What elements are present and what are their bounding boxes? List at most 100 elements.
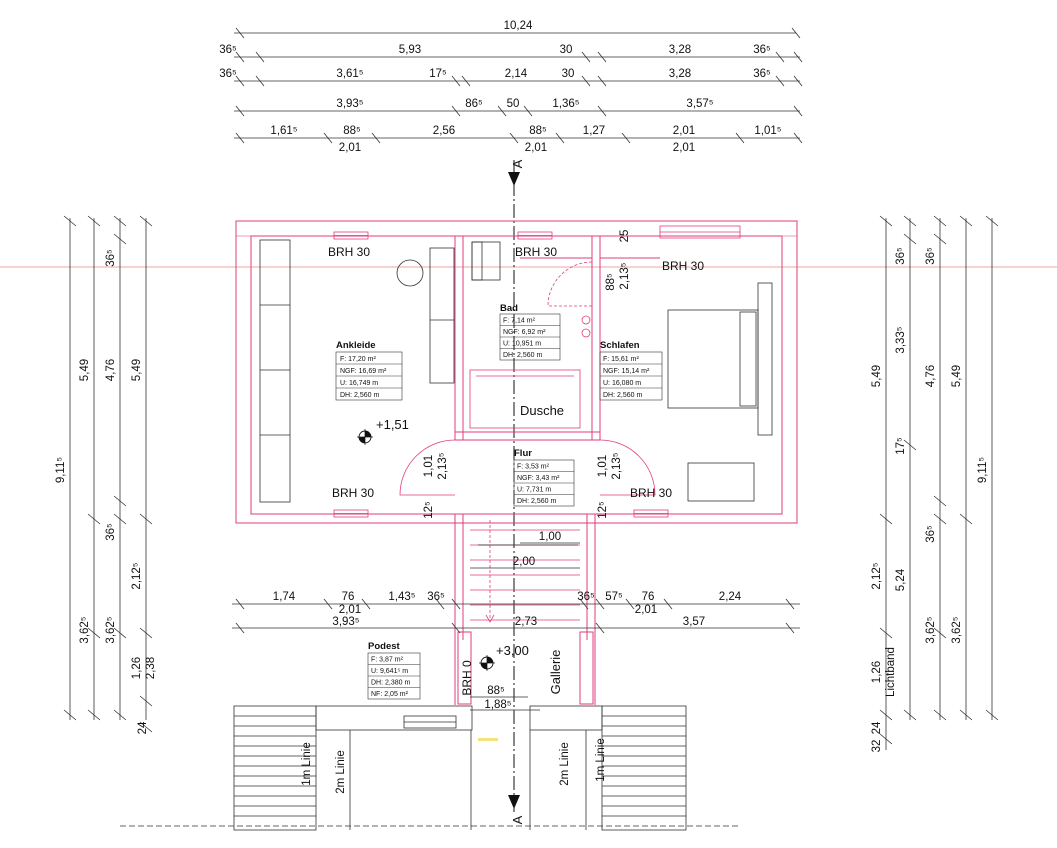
dim-label: 88⁵ [529, 125, 547, 137]
room-value: F: 17,20 m² [340, 356, 376, 363]
dim-label: 1,36⁵ [552, 98, 579, 110]
dim-label: 5,93 [399, 44, 421, 56]
dim-label: 86⁵ [465, 98, 483, 110]
galerie-label: Gallerie [548, 650, 563, 695]
dim-label: 3,57⁵ [686, 98, 713, 110]
dim-label: 1,43⁵ [388, 591, 415, 603]
stair-width-2: 2,00 [513, 556, 535, 568]
dim-label: 25 [619, 230, 631, 243]
room-schlafen: Schlafen F: 15,61 m² NGF: 15,14 m² U: 16… [599, 340, 663, 401]
dim-label: 2,13⁵ [437, 452, 449, 479]
dim-label: 4,76 [105, 359, 117, 381]
room-podest: Podest F: 3,87 m² U: 9,641⁵ m DH: 2,380 … [367, 641, 421, 700]
dim-label: 2,13⁵ [611, 452, 623, 479]
dim-label: 2,01 [339, 142, 361, 154]
windows [333, 225, 741, 518]
walls [235, 220, 798, 705]
dim-label: 2,56 [433, 125, 455, 137]
dim-label: 1,01⁵ [754, 125, 781, 137]
line-label: 1m Linie [595, 738, 607, 781]
dim-label: 3,62⁵ [105, 616, 117, 643]
dim-label: 5,49 [131, 359, 143, 381]
room-value: U: 10,951 m [503, 341, 541, 348]
dim-label: 2,24 [719, 591, 742, 603]
stairs [470, 520, 580, 623]
dim-label: 1,88⁵ [484, 699, 511, 711]
line-label: 1m Linie [301, 742, 313, 785]
room-value: F: 3,53 m² [517, 464, 550, 471]
room-value: DH: 2,560 m [340, 392, 379, 399]
toilet [471, 241, 501, 281]
dim-label: 2,01 [525, 142, 547, 154]
dim-label: 88⁵ [487, 685, 505, 697]
dim-label: 2,01 [673, 142, 695, 154]
room-value: U: 16,080 m [603, 380, 641, 387]
dim-label: 50 [507, 98, 520, 110]
dim-label: 36⁵ [925, 247, 937, 265]
dim-label: 12⁵ [423, 501, 435, 519]
dim-label: 2,38 [145, 657, 157, 679]
room-value: NGF: 15,14 m² [603, 368, 650, 375]
dim-label: 1,26 [131, 657, 143, 679]
room-name: Ankleide [336, 340, 376, 351]
room-value: DH: 2,560 m [603, 392, 642, 399]
dim-label: 36⁵ [753, 44, 771, 56]
dim-label: 3,62⁵ [79, 616, 91, 643]
section-mark-bottom: A [510, 815, 525, 824]
dim-label: 2,13⁵ [619, 262, 631, 289]
dim-label: 3,57 [683, 616, 705, 628]
dim-label: 2,01 [339, 604, 361, 616]
door-dimensions: 1,01 2,13⁵ 1,01 2,13⁵ 88⁵ 2,13⁵ 25 12⁵ 1… [423, 230, 631, 519]
dim-label: 1,74 [273, 591, 296, 603]
room-value: NGF: 3,43 m² [517, 475, 560, 482]
dim-label: 2,73 [515, 616, 537, 628]
line-labels: 1m Linie 2m Linie 2m Linie 1m Linie [301, 738, 607, 793]
dim-label: 9,11⁵ [977, 457, 989, 484]
dim-label: 5,49 [871, 365, 883, 387]
room-value: U: 7,731 m [517, 487, 551, 494]
level-label: +3,00 [496, 643, 529, 658]
light-strip [478, 738, 498, 741]
dim-label: 2,12⁵ [871, 562, 883, 589]
dim-label: 17⁵ [895, 437, 907, 455]
dim-label: 36⁵ [105, 523, 117, 541]
dim-label: 36⁵ [753, 68, 771, 80]
mid-dimensions [232, 598, 800, 634]
room-ankleide: Ankleide F: 17,20 m² NGF: 16,69 m² U: 16… [335, 340, 403, 401]
dim-label: 88⁵ [605, 273, 617, 291]
room-value: DH: 2,560 m [517, 498, 556, 505]
dim-label: 5,24 [895, 568, 907, 591]
dim-label: 5,49 [79, 359, 91, 381]
room-name: Schlafen [600, 340, 640, 351]
doors [399, 261, 656, 496]
dim-label: 1,26 [871, 661, 883, 683]
line-label: 2m Linie [335, 750, 347, 793]
dusche-label: Dusche [520, 403, 564, 418]
brh-label: BRH 30 [332, 486, 374, 500]
brh-label: BRH 30 [630, 486, 672, 500]
brh0-label: BRH 0 [460, 660, 474, 696]
dim-label: 36⁵ [105, 249, 117, 267]
dim-label: 36⁵ [219, 68, 237, 80]
shower [469, 369, 581, 429]
room-name: Podest [368, 641, 401, 652]
room-value: F: 3,87 m² [371, 657, 404, 664]
dim-label: 2,01 [635, 604, 657, 616]
room-name: Bad [500, 303, 518, 314]
dim-label: 36⁵ [219, 44, 237, 56]
level-label: +1,51 [376, 417, 409, 432]
stair-dimensions: 1,00 2,00 [470, 531, 580, 569]
brh-label: BRH 30 [515, 245, 557, 259]
room-name: Flur [514, 448, 532, 459]
room-value: U: 16,749 m [340, 380, 378, 387]
dim-label: 1,27 [583, 125, 605, 137]
dim-label: 57⁵ [605, 591, 623, 603]
brh-labels: BRH 30 BRH 30 BRH 30 BRH 30 BRH 30 BRH 0 [328, 245, 704, 696]
dresser [687, 462, 755, 502]
furniture [259, 239, 773, 503]
dim-label: 24 [871, 721, 883, 734]
dim-label: 12⁵ [597, 501, 609, 519]
room-value: DH: 2,380 m [371, 680, 410, 687]
dim-label: 4,76 [925, 365, 937, 387]
